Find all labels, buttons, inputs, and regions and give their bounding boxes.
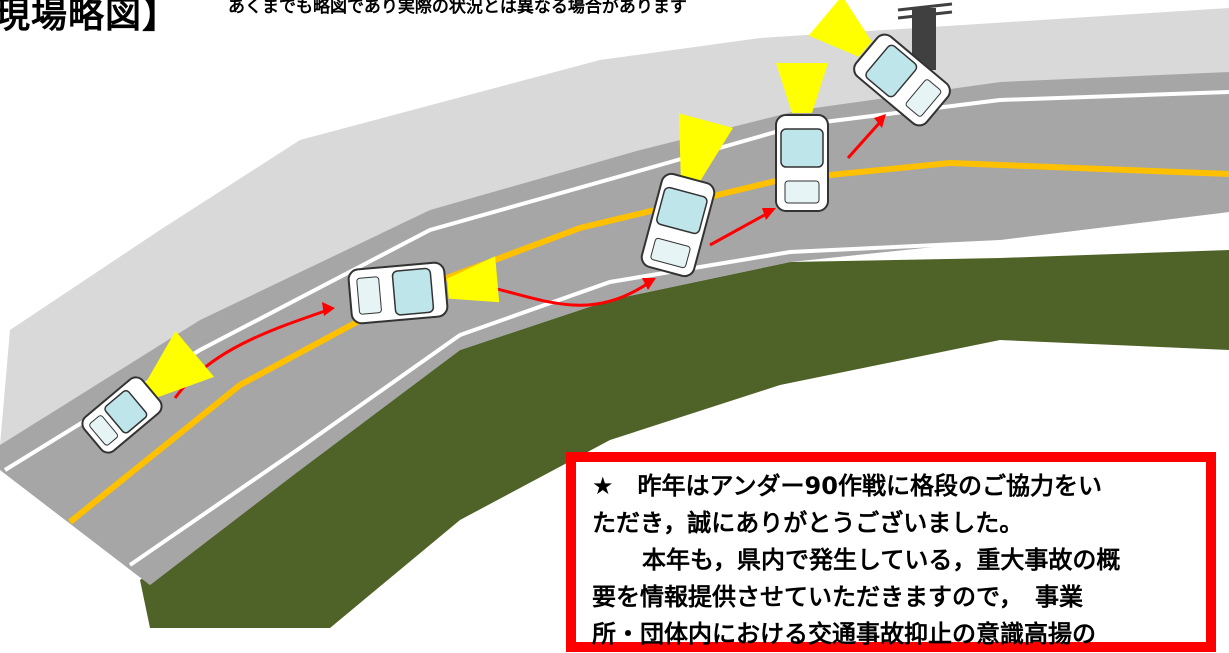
road-diagram [0,0,1229,628]
center-line [68,159,1229,525]
road-edge-line-lower [128,234,1229,567]
notice-line-1: ★ 昨年はアンダー90作戦に格段のご協力をい [592,472,1102,500]
car-3 [640,113,733,278]
arrow-head-3 [762,208,776,220]
path-arrow-4 [846,118,884,160]
notice-line-4: 要を情報提供させていただきますので， 事業 [592,583,1084,611]
headlight-beam-2 [446,256,500,303]
path-arrow-3 [709,210,771,247]
car-5 [808,0,951,127]
notice-line-5: 所・団体内における交通事故抑止の意識高揚の [592,620,1096,648]
arrow-head-1 [322,302,335,316]
grass-area [140,250,1229,628]
car-1 [81,330,215,454]
car-2 [347,256,500,325]
headlight-beam-3 [678,113,733,182]
arrow-head-4 [874,114,886,128]
headlight-beam-5 [808,0,872,57]
sidewalk [0,8,1229,445]
notice-line-2: ただき，誠にありがとうございました。 [592,509,1024,537]
notice-box: ★ 昨年はアンダー90作戦に格段のご協力をい ただき，誠にありがとうございました… [566,452,1216,652]
road-edge-line-upper [3,90,1229,472]
car-4 [775,63,829,212]
notice-line-3: 本年も，県内で発生している，重大事故の概 [642,546,1121,574]
road-surface [0,72,1229,585]
headlight-beam-4 [776,63,828,113]
page-title: 現場略図】 [0,0,180,36]
headlight-beam-1 [143,330,215,399]
utility-pole [897,2,953,70]
diagram-note: あくまでも略図であり実際の状況とは異なる場合があります [228,0,687,17]
arrow-head-2 [642,278,656,290]
